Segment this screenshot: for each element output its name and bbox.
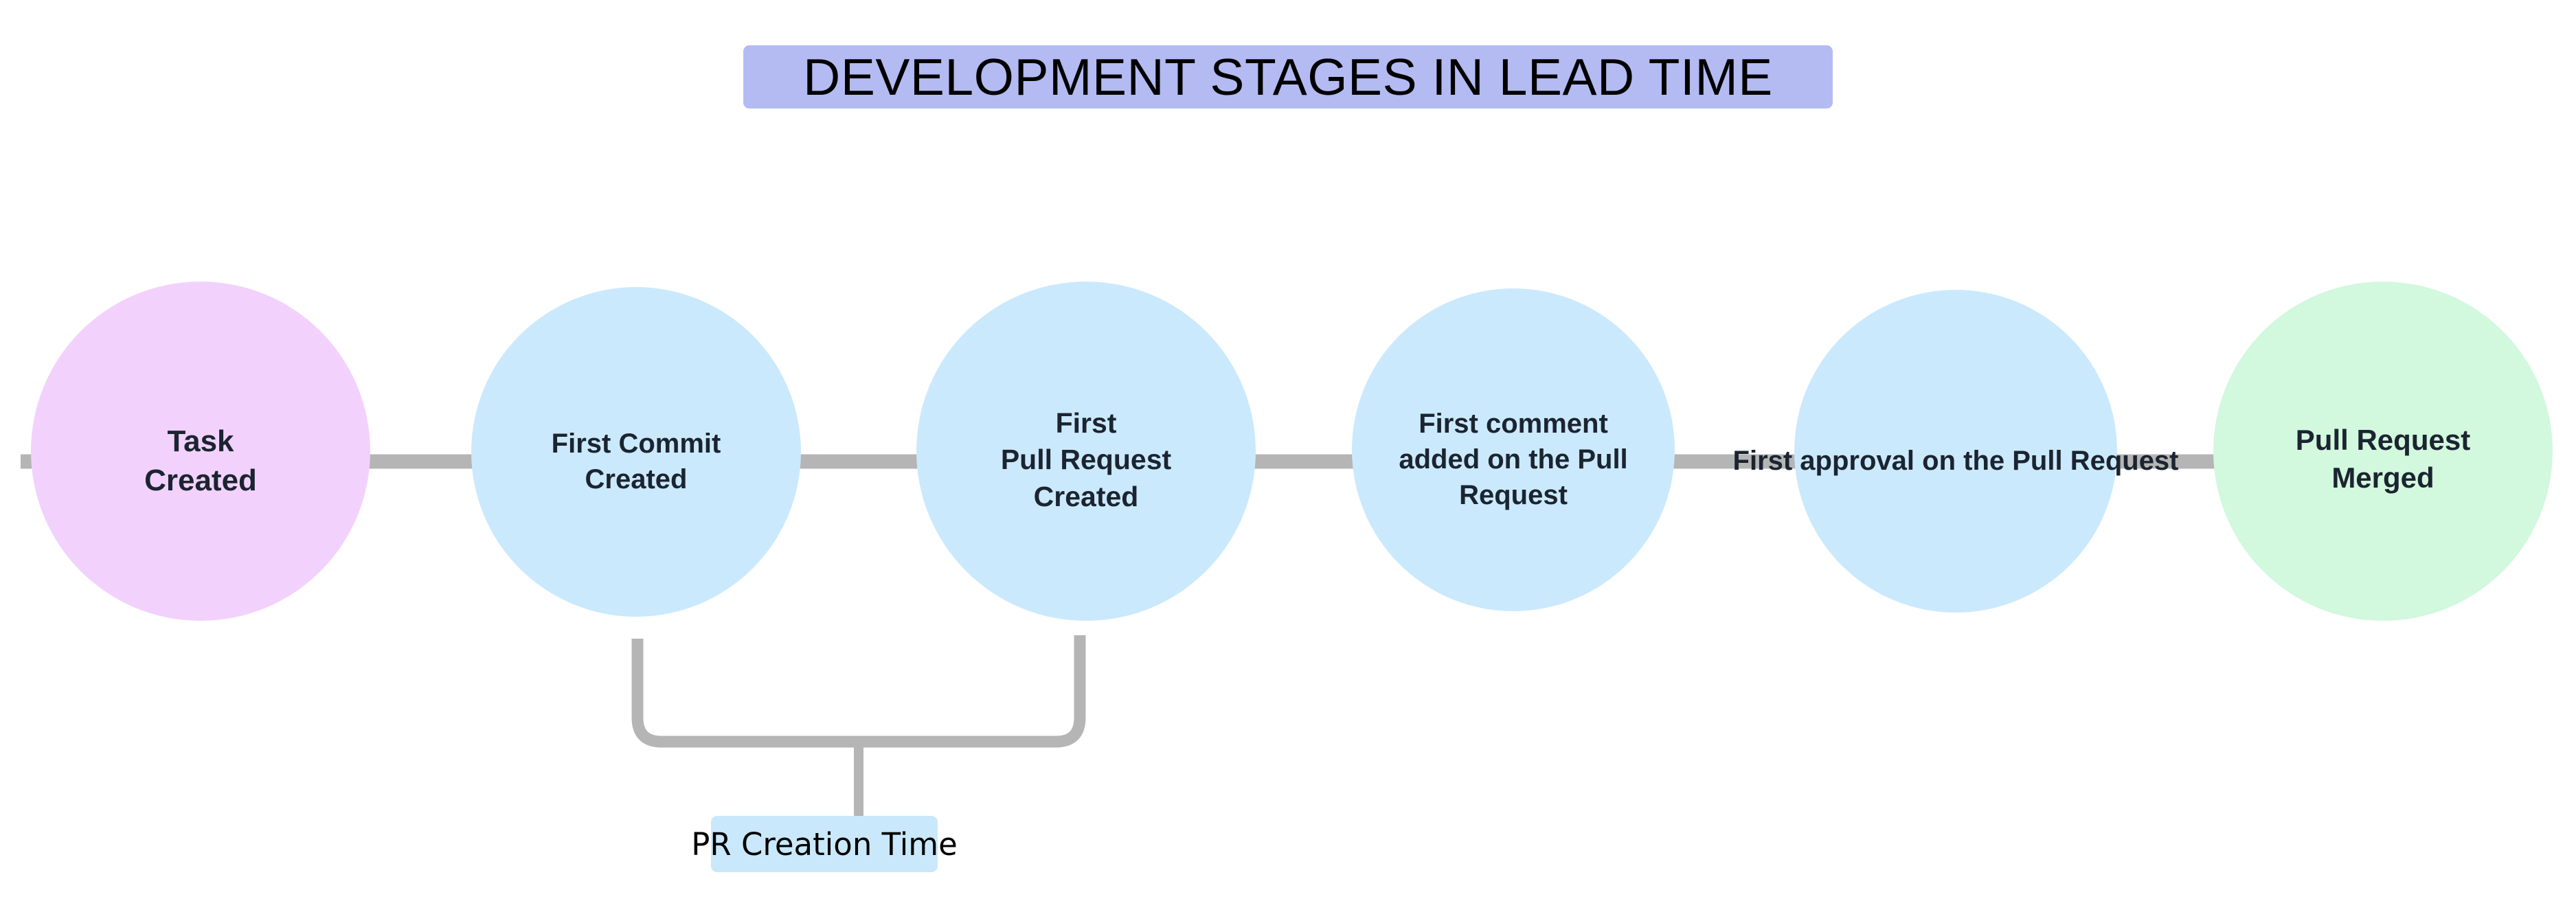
node-first-pull-request[interactable]: First Pull Request Created <box>916 282 1256 621</box>
node-first-pull-request-label: First Pull Request Created <box>1000 407 1172 512</box>
node-first-commit-label: First Commit Created <box>551 429 721 494</box>
diagram-title-text: DEVELOPMENT STAGES IN LEAD TIME <box>803 47 1773 106</box>
annotation-label-pr-creation-time-text: PR Creation Time <box>691 825 958 863</box>
annotation-label-pr-creation-time[interactable]: PR Creation Time <box>691 816 958 872</box>
node-first-approval-label: First approval on the Pull Request <box>1732 446 2179 476</box>
diagram-title-banner: DEVELOPMENT STAGES IN LEAD TIME <box>743 45 1833 109</box>
node-first-comment[interactable]: First comment added on the Pull Request <box>1352 288 1675 611</box>
annotation-bracket-pr-creation-time <box>631 635 1086 748</box>
node-task-created-label: Task Created <box>144 424 257 497</box>
node-pull-request-merged[interactable]: Pull Request Merged <box>2213 282 2553 621</box>
node-first-commit[interactable]: First Commit Created <box>471 287 801 617</box>
node-pull-request-merged-label: Pull Request Merged <box>2295 424 2471 494</box>
node-first-approval[interactable]: First approval on the Pull Request <box>1733 290 2179 613</box>
node-task-created[interactable]: Task Created <box>31 282 370 621</box>
node-first-comment-label: First comment added on the Pull Request <box>1399 409 1628 510</box>
